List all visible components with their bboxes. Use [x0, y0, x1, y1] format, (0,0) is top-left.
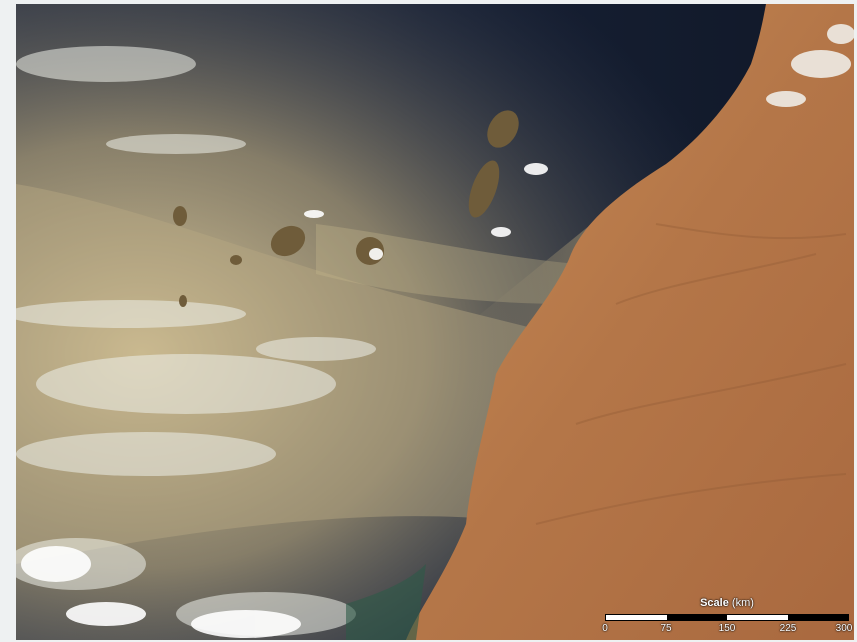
scale-bar [605, 614, 849, 621]
scale-tick-225: 225 [779, 623, 797, 634]
satellite-image [16, 4, 854, 640]
satellite-photo: Scale (km) 0 75 150 225 300 [16, 4, 854, 640]
scale-title: Scale (km) [600, 597, 854, 609]
scale-tick-150: 150 [718, 623, 736, 634]
scale-tick-0: 0 [602, 623, 608, 634]
scale-tick-300: 300 [835, 623, 853, 634]
scale-title-unit: (km) [731, 597, 754, 609]
desert-coast [406, 4, 854, 640]
scale-bar-widget: Scale (km) 0 75 150 225 300 [600, 597, 854, 637]
scale-tick-75: 75 [660, 623, 672, 634]
scale-title-label: Scale [700, 597, 729, 609]
